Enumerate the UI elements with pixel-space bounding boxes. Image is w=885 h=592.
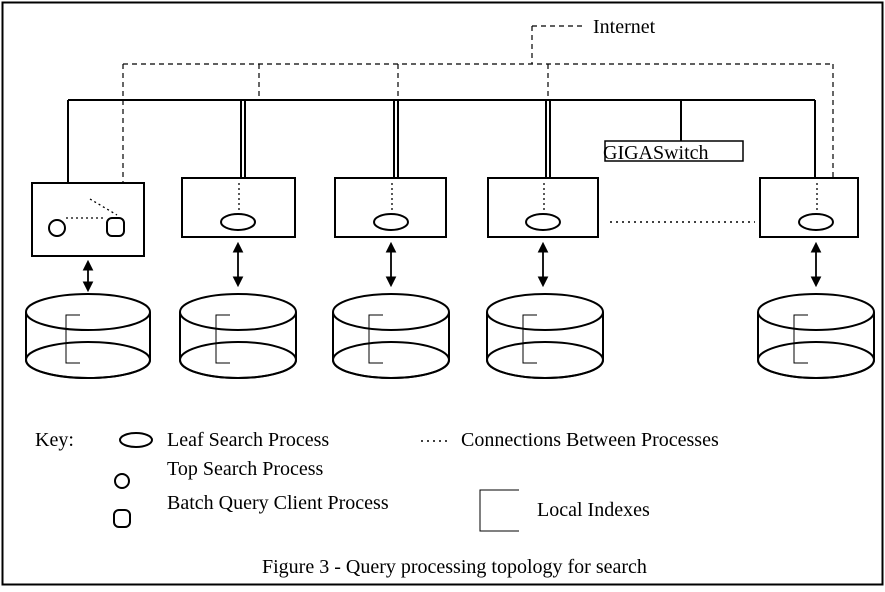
- leaf-search-process-icon: [220, 213, 256, 231]
- disk-5: [757, 293, 875, 379]
- batch-query-key-icon: [113, 509, 131, 528]
- legend-title: Key:: [35, 429, 74, 451]
- dotted-connection: [89, 198, 118, 216]
- node-box: [31, 182, 145, 257]
- gigaswitch: GIGASwitch: [603, 140, 744, 164]
- node-leaf-3: [487, 177, 599, 238]
- node-box: [487, 177, 599, 238]
- node-leaf-1: [181, 177, 296, 238]
- main-bus: [67, 99, 816, 183]
- legend: Key: Leaf Search Process Connections Bet…: [35, 429, 719, 532]
- batch-query-client-icon: [106, 217, 125, 237]
- internet-network: [122, 25, 834, 183]
- leaf-search-process-icon: [525, 213, 561, 231]
- node-leaf-2: [334, 177, 447, 238]
- node-leaf-4: [759, 177, 859, 238]
- gigaswitch-box: [604, 140, 744, 162]
- leaf-search-process-icon: [373, 213, 409, 231]
- leaf-search-process-icon: [798, 213, 834, 231]
- gigaswitch-label: GIGASwitch: [603, 142, 709, 164]
- figure-caption: Figure 3 - Query processing topology for…: [262, 556, 647, 578]
- top-search-process-icon: [48, 219, 66, 237]
- legend-leaf-search: Leaf Search Process: [167, 429, 329, 451]
- disk-3: [332, 293, 450, 379]
- disk-4: [486, 293, 604, 379]
- legend-local-indexes: Local Indexes: [537, 499, 650, 521]
- legend-connections: Connections Between Processes: [461, 429, 719, 451]
- local-indexes-key-icon: [479, 489, 519, 532]
- legend-top-search: Top Search Process: [167, 458, 324, 480]
- disk-1: [25, 293, 151, 379]
- node-top-search: [31, 182, 145, 257]
- legend-batch-query: Batch Query Client Process: [167, 492, 389, 514]
- disk-2: [179, 293, 297, 379]
- leaf-search-key-icon: [119, 432, 153, 448]
- top-search-key-icon: [114, 473, 130, 489]
- index-links: [82, 241, 822, 293]
- internet-label: Internet: [593, 16, 656, 38]
